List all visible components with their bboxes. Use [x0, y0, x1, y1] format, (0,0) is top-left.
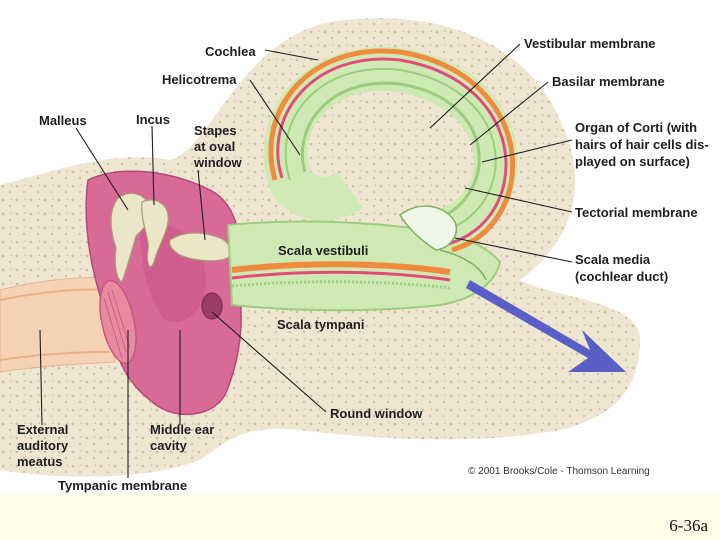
label-tympanic-membrane: Tympanic membrane — [58, 478, 187, 493]
slide-number: 6-36a — [669, 516, 708, 535]
tectorial-membrane-shape — [399, 205, 457, 251]
stapes-shape — [169, 232, 231, 262]
label-stapes-1: Stapes — [194, 123, 237, 138]
incus-shape — [141, 199, 169, 267]
footer-band — [0, 494, 720, 540]
tympanic-membrane-shape — [99, 280, 137, 364]
label-scala-media-2: (cochlear duct) — [575, 269, 668, 284]
label-incus: Incus — [136, 112, 170, 127]
label-scala-vestibuli: Scala vestibuli — [278, 243, 368, 258]
label-round-window: Round window — [330, 406, 423, 421]
label-tectorial-membrane: Tectorial membrane — [575, 205, 698, 220]
label-vestibular-membrane: Vestibular membrane — [524, 36, 656, 51]
label-scala-media-1: Scala media — [575, 252, 651, 267]
label-stapes-3: window — [193, 155, 243, 170]
label-organ-corti-2: hairs of hair cells dis- — [575, 137, 709, 152]
label-basilar-membrane: Basilar membrane — [552, 74, 665, 89]
label-scala-tympani: Scala tympani — [277, 317, 364, 332]
label-organ-corti-3: played on surface) — [575, 154, 690, 169]
label-external-3: meatus — [17, 454, 63, 469]
label-external-1: External — [17, 422, 68, 437]
label-stapes-2: at oval — [194, 139, 235, 154]
label-middle-ear-1: Middle ear — [150, 422, 214, 437]
label-organ-corti-1: Organ of Corti (with — [575, 120, 697, 135]
basilar-membrane-spiral — [268, 48, 516, 253]
label-malleus: Malleus — [39, 113, 87, 128]
organ-corti-spiral — [276, 57, 508, 246]
copyright-credit: © 2001 Brooks/Cole - Thomson Learning — [468, 466, 650, 477]
label-helicotrema: Helicotrema — [162, 72, 237, 87]
label-middle-ear-2: cavity — [150, 438, 188, 453]
label-cochlea: Cochlea — [205, 44, 256, 59]
round-window-shape — [201, 292, 223, 320]
label-external-2: auditory — [17, 438, 69, 453]
direction-arrow — [466, 280, 626, 372]
external-auditory-meatus — [0, 277, 116, 373]
